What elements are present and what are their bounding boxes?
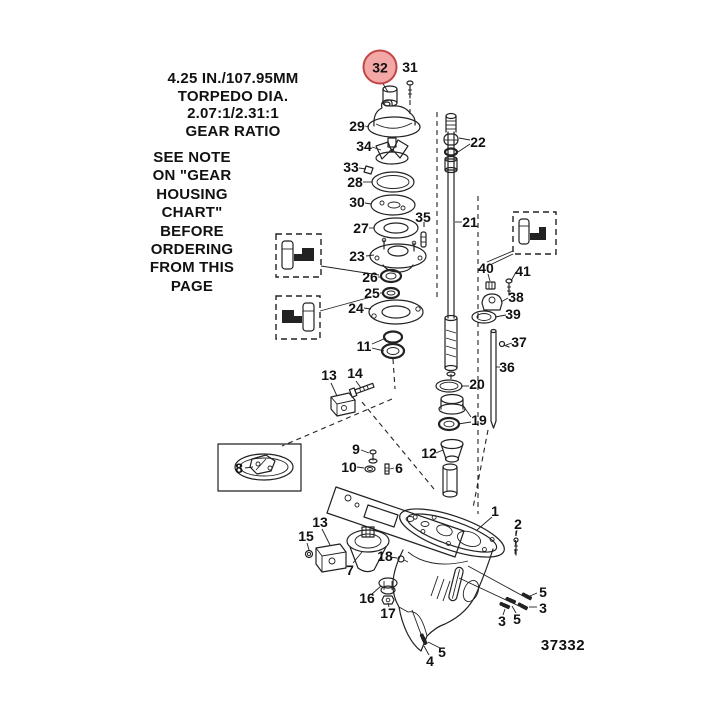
note-line: HOUSING [156, 185, 228, 203]
construction-lines [281, 100, 517, 557]
part-callout-26: 26 [362, 269, 378, 285]
part-callout-19: 19 [471, 412, 487, 428]
spec-line: 2.07:1/2.31:1 [187, 105, 279, 122]
leader-lines [244, 81, 538, 656]
part-callout-3a: 3 [539, 600, 547, 616]
note-line: FROM THIS [149, 259, 235, 277]
speedometer-inset-box-left-2 [275, 295, 372, 340]
part-callout-29: 29 [349, 118, 365, 134]
lower-hardware-drawing [304, 526, 533, 646]
part-callout-24: 24 [348, 300, 364, 316]
part-callout-4: 4 [426, 653, 434, 669]
part-callout-38: 38 [508, 289, 524, 305]
part-callout-3b: 3 [498, 613, 506, 629]
part-callout-7: 7 [346, 562, 354, 578]
shift-shaft-drawing [471, 278, 513, 429]
part-callout-15: 15 [298, 528, 314, 544]
part-callout-1: 1 [491, 503, 499, 519]
anode-inset-box [217, 443, 302, 492]
part-callout-16: 16 [359, 590, 375, 606]
ordering-note: SEE NOTE ON "GEAR HOUSING CHART" BEFORE … [134, 149, 250, 296]
part-callout-33: 33 [343, 159, 359, 175]
spec-line: 4.25 IN./107.95MM [167, 70, 299, 87]
part-callout-10: 10 [341, 459, 357, 475]
part-callout-32[interactable]: 32 [362, 49, 398, 85]
part-callout-6: 6 [395, 460, 403, 476]
gear-housing-drawing [326, 486, 505, 652]
note-line: CHART" [161, 204, 223, 222]
driveshaft-drawing [443, 112, 459, 377]
part-callout-11: 11 [356, 338, 372, 354]
part-callout-34: 34 [356, 138, 372, 154]
part-callout-25: 25 [364, 285, 380, 301]
part-callout-28: 28 [347, 174, 363, 190]
diagram-number: 37332 [540, 637, 586, 654]
part-callout-18: 18 [377, 548, 393, 564]
part-callout-5b: 5 [513, 611, 521, 627]
spec-line: GEAR RATIO [185, 122, 281, 140]
part-callout-41: 41 [515, 263, 531, 279]
note-line: ON "GEAR [152, 167, 232, 185]
part-callout-23: 23 [349, 248, 365, 264]
speedometer-inset-box-top-right [491, 211, 557, 265]
part-callout-17: 17 [380, 605, 396, 621]
part-callout-8: 8 [235, 460, 243, 476]
part-callout-14: 14 [347, 365, 363, 381]
part-callout-22: 22 [470, 134, 486, 150]
part-callout-9: 9 [352, 441, 360, 457]
part-callout-12: 12 [421, 445, 437, 461]
deck-hardware-drawing [330, 382, 390, 475]
part-callout-5a: 5 [539, 584, 547, 600]
part-callout-39: 39 [505, 306, 521, 322]
bearing-stack-drawing [435, 379, 466, 498]
part-callout-20: 20 [469, 376, 485, 392]
note-line: BEFORE [160, 222, 224, 240]
part-callout-30: 30 [349, 194, 365, 210]
part-callout-13b: 13 [312, 514, 328, 530]
part-callout-13a: 13 [321, 367, 337, 383]
spec-line: TORPEDO DIA. [177, 87, 289, 105]
part-callout-36: 36 [499, 359, 515, 375]
part-callout-27: 27 [353, 220, 369, 236]
torpedo-spec-note: 4.25 IN./107.95MM TORPEDO DIA. 2.07:1/2.… [160, 70, 306, 140]
part-callout-35: 35 [415, 209, 431, 225]
speedometer-inset-box-left-1 [275, 233, 380, 278]
part-callout-40: 40 [478, 260, 494, 276]
note-line: PAGE [170, 277, 214, 295]
part-callout-2: 2 [514, 516, 522, 532]
note-line: ORDERING [150, 241, 234, 259]
part-callout-5c: 5 [438, 644, 446, 660]
part-callout-37: 37 [511, 334, 527, 350]
part-callout-21: 21 [462, 214, 478, 230]
note-line: SEE NOTE [153, 149, 231, 166]
part-callout-31: 31 [402, 59, 418, 75]
